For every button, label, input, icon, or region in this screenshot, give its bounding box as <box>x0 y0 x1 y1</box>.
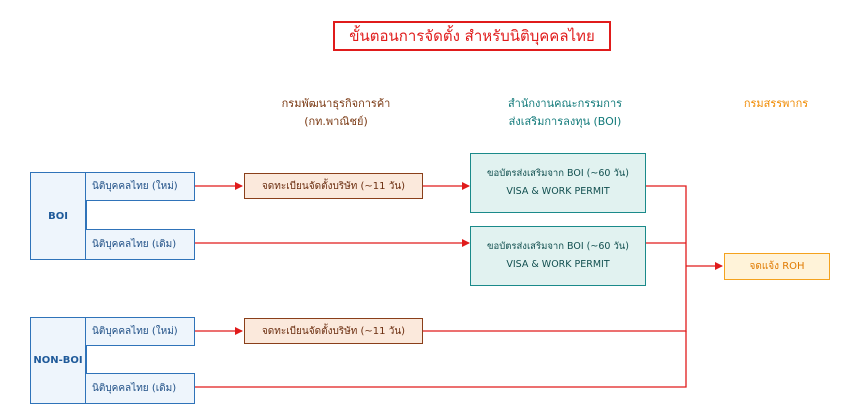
group-boi: BOI <box>30 172 86 260</box>
column-header-rd-line1: กรมสรรพากร <box>743 97 809 110</box>
column-header-dbd-line2: (กท.พาณิชย์) <box>304 115 368 128</box>
group-nonboi: NON-BOI <box>30 317 86 404</box>
roh-register-box: จดแจ้ง ROH <box>724 253 830 280</box>
nonboi-group-divider <box>85 345 87 374</box>
line-nonboi-existing-to-merge <box>194 331 687 388</box>
column-header-boi-line1: สำนักงานคณะกรรมการ <box>507 97 623 110</box>
column-header-dbd-line1: กรมพัฒนาธุรกิจการค้า <box>281 97 391 110</box>
boi-group-divider <box>85 200 87 230</box>
column-header-boi-line2: ส่งเสริมการลงทุน (BOI) <box>508 115 622 128</box>
boi-promotion-existing-box: ขอบัตรส่งเสริมจาก BOI (~60 วัน) VISA & W… <box>470 226 646 286</box>
boi-new-entity: นิติบุคคลไทย (ใหม่) <box>85 172 195 201</box>
boi-promotion-new-line2: VISA & WORK PERMIT <box>506 186 610 197</box>
line-boi-card1-to-merge <box>646 185 687 266</box>
column-header-rd: กรมสรรพากร <box>722 95 830 113</box>
column-header-dbd: กรมพัฒนาธุรกิจการค้า (กท.พาณิชย์) <box>238 95 434 131</box>
register-company-boi-box: จดทะเบียนจัดตั้งบริษัท (~11 วัน) <box>244 173 423 199</box>
nonboi-existing-entity: นิติบุคคลไทย (เดิม) <box>85 373 195 404</box>
boi-promotion-new-box: ขอบัตรส่งเสริมจาก BOI (~60 วัน) VISA & W… <box>470 153 646 213</box>
boi-promotion-new-line1: ขอบัตรส่งเสริมจาก BOI (~60 วัน) <box>487 168 629 179</box>
boi-existing-entity: นิติบุคคลไทย (เดิม) <box>85 229 195 260</box>
column-header-boi-office: สำนักงานคณะกรรมการ ส่งเสริมการลงทุน (BOI… <box>480 95 650 131</box>
page-title: ขั้นตอนการจัดตั้ง สำหรับนิติบุคคลไทย <box>333 21 611 51</box>
boi-promotion-existing-line1: ขอบัตรส่งเสริมจาก BOI (~60 วัน) <box>487 241 629 252</box>
boi-promotion-existing-line2: VISA & WORK PERMIT <box>506 259 610 270</box>
nonboi-new-entity: นิติบุคคลไทย (ใหม่) <box>85 317 195 346</box>
register-company-nonboi-box: จดทะเบียนจัดตั้งบริษัท (~11 วัน) <box>244 318 423 344</box>
